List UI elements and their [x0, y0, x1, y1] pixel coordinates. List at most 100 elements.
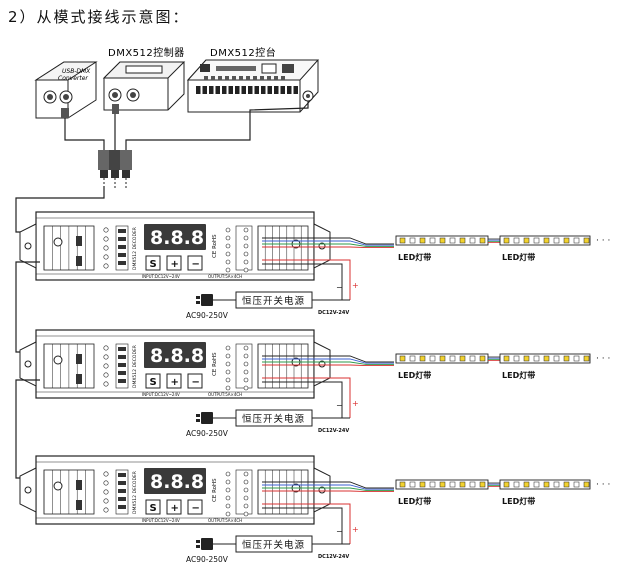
led-chip [573, 237, 580, 244]
output-dot [243, 503, 249, 509]
console-key [274, 76, 278, 80]
led-chip [543, 237, 550, 244]
decoder-model-label: DMX512 DECODER [132, 345, 138, 388]
continuation-ellipsis: · · · [596, 480, 610, 490]
console-key [202, 86, 207, 94]
dmx-controller-label: DMX512控制器 [108, 46, 185, 59]
indicator-dot [225, 385, 231, 391]
power-supply-label: 恒压开关电源 [242, 295, 305, 307]
screw-hole [318, 242, 326, 250]
output-wire [262, 364, 394, 367]
led-chip [583, 355, 590, 362]
led-chip [409, 237, 416, 244]
indicator-dot [225, 267, 231, 273]
dmx-port [76, 236, 82, 246]
console-key [248, 86, 253, 94]
led-chip [513, 237, 520, 244]
led-chip [459, 481, 466, 488]
led-chip [573, 481, 580, 488]
output-dot [243, 243, 249, 249]
minus-sign: − [336, 401, 343, 410]
dmx-port [76, 480, 82, 490]
console-key [239, 76, 243, 80]
s-button [145, 255, 161, 271]
minus-button [187, 255, 203, 271]
output-label-strip [235, 469, 253, 515]
continuation-ellipsis: · · · [596, 236, 610, 246]
led-chip [523, 355, 530, 362]
indicator-dot [225, 227, 231, 233]
output-dot [243, 345, 249, 351]
output-dot [243, 479, 249, 485]
s-button-label: S [150, 377, 157, 388]
output-dot [243, 235, 249, 241]
indicator-dot [225, 471, 231, 477]
s-button-label: S [150, 259, 157, 270]
dc-output-label: DC12V-24V [318, 310, 349, 316]
console-key [253, 76, 257, 80]
indicator-dot [225, 369, 231, 375]
output-wire [262, 237, 394, 245]
console-key [280, 86, 285, 94]
indicator-dot [225, 345, 231, 351]
output-wire [262, 246, 394, 249]
output-wire [262, 240, 394, 246]
led-chip [503, 481, 510, 488]
indicator-dot [225, 487, 231, 493]
seven-segment-display [144, 468, 206, 494]
led-chip [419, 237, 426, 244]
decoder-model-label: DMX512 DECODER [132, 227, 138, 270]
console-key [211, 76, 215, 80]
indicator-dot [225, 479, 231, 485]
output-dot [243, 377, 249, 383]
output-dot [243, 361, 249, 367]
output-spec-label: OUTPUT:5A×4CH [208, 274, 242, 279]
ac-plug-pin [196, 414, 200, 417]
power-supply-label: 恒压开关电源 [242, 413, 305, 425]
led-chip [419, 355, 426, 362]
led-chip [439, 237, 446, 244]
console-key [228, 86, 233, 94]
output-dot [243, 267, 249, 273]
led-chip [533, 355, 540, 362]
console-key [235, 86, 240, 94]
decoder-model-label: DMX512 DECODER [132, 471, 138, 514]
console-key [267, 86, 272, 94]
indicator-dot [103, 245, 109, 251]
output-dot [243, 495, 249, 501]
indicator-dot [103, 236, 109, 242]
led-chip [459, 355, 466, 362]
output-spec-label: OUTPUT:5A×4CH [208, 392, 242, 397]
console-key [218, 76, 222, 80]
led-chip [409, 355, 416, 362]
output-label-strip [235, 343, 253, 389]
output-wire [262, 355, 394, 363]
led-strip-label: LED灯带 [398, 252, 431, 262]
output-terminal-block [257, 343, 309, 389]
indicator-dot [103, 498, 109, 504]
output-wire [262, 487, 394, 491]
page-title: 2）从模式接线示意图： [8, 8, 190, 26]
indicator-dot [103, 471, 109, 477]
led-chip [399, 237, 406, 244]
indicator-dot [103, 227, 109, 233]
indicator-dot [225, 495, 231, 501]
dmx-splitter [98, 150, 132, 188]
led-chip [429, 355, 436, 362]
continuation-ellipsis: · · · [596, 354, 610, 364]
indicator-dot [225, 243, 231, 249]
indicator-dot [103, 489, 109, 495]
indicator-dot [103, 263, 109, 269]
ac-input-label: AC90-250V [186, 311, 229, 320]
led-chip [479, 355, 486, 362]
output-terminal-block [257, 225, 309, 271]
console-key [260, 76, 264, 80]
led-chip [513, 355, 520, 362]
console-key [274, 86, 279, 94]
console-key [209, 86, 214, 94]
ac-plug-pin [196, 419, 200, 422]
s-button [145, 499, 161, 515]
led-strip-label: LED灯带 [398, 370, 431, 380]
output-spec-label: OUTPUT:5A×4CH [208, 518, 242, 523]
